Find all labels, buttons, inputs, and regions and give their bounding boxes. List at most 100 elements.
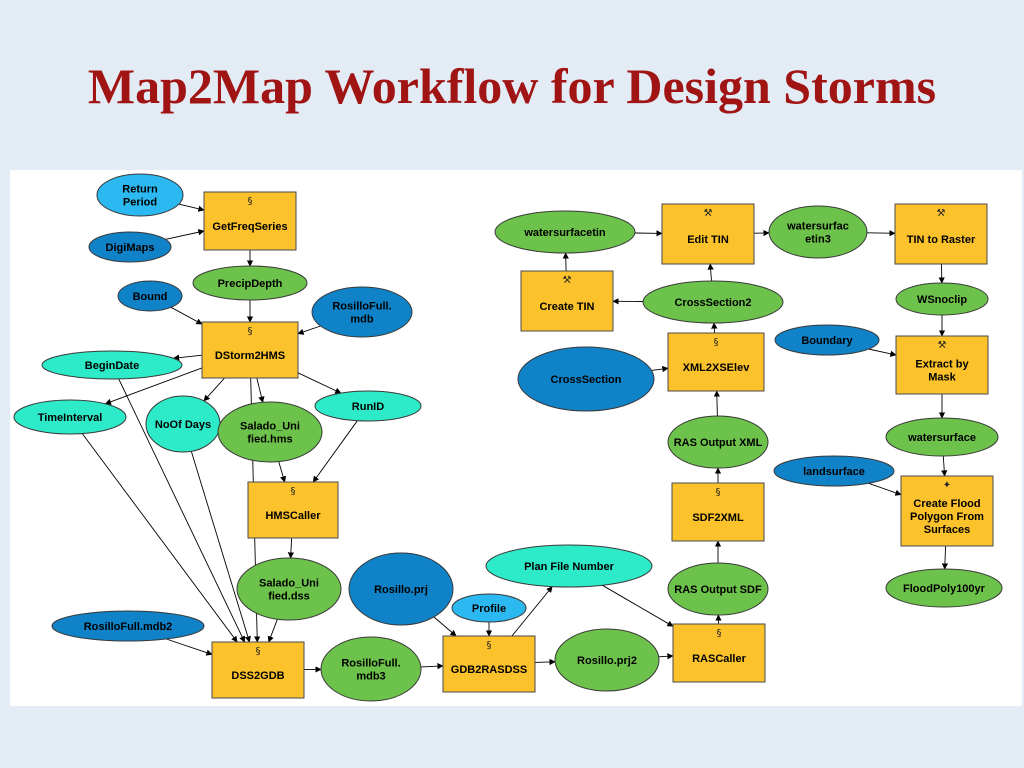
node-label: GDB2RASDSS [451, 664, 527, 676]
node-no-of-days[interactable]: NoOf Days [145, 395, 221, 453]
tool-box [247, 481, 339, 539]
hammer-icon: ⚒ [704, 208, 713, 219]
node-label: landsurface [803, 466, 865, 478]
connector-rosillo_full_mdb-to-dstorm2hms [297, 325, 321, 335]
connector-dstorm2hms-to-time_interval [104, 367, 203, 405]
derived-data-ellipse [768, 205, 868, 259]
node-rosillo-prj[interactable]: Rosillo.prj [348, 552, 454, 626]
derived-data-ellipse [554, 628, 660, 692]
node-ras-caller[interactable]: §RASCaller [672, 623, 766, 683]
node-rosillo-prj2[interactable]: Rosillo.prj2 [554, 628, 660, 692]
hammer-icon: ⚒ [938, 340, 947, 351]
derived-data-ellipse [642, 280, 784, 324]
connector-dstorm2hms-to-run_id [297, 372, 342, 394]
node-ras-output-sdf[interactable]: RAS Output SDF [667, 562, 769, 616]
node-label: RAS Output SDF [674, 584, 762, 596]
node-cross-section[interactable]: CrossSection [517, 346, 655, 412]
node-run-id[interactable]: RunID [314, 390, 422, 422]
derived-data-ellipse [192, 265, 308, 301]
node-ras-output-xml[interactable]: RAS Output XML [667, 415, 769, 469]
input-data-ellipse [88, 231, 172, 263]
connector-watersurface-to-create_flood_polygon [941, 455, 948, 477]
node-rosillo-full-mdb3[interactable]: RosilloFull.mdb3 [320, 636, 422, 702]
node-label: Create TIN [539, 301, 594, 313]
tool-box [667, 332, 765, 392]
node-rosillo-full-mdb[interactable]: RosilloFull.mdb [311, 286, 413, 338]
node-bound[interactable]: Bound [117, 280, 183, 312]
node-sdf2xml[interactable]: §SDF2XML [671, 482, 765, 542]
node-label: Bound [133, 291, 168, 303]
node-wsnoclip[interactable]: WSnoclip [895, 282, 989, 316]
node-label: watersurfacetin [523, 227, 606, 239]
node-watersurface[interactable]: watersurface [885, 417, 999, 457]
derived-data-ellipse [667, 562, 769, 616]
connector-rosillo_prj2-to-ras_caller [658, 653, 674, 660]
node-watersurfacetin[interactable]: watersurfacetin [494, 210, 636, 254]
node-gdb2rasdss[interactable]: §GDB2RASDSS [442, 635, 536, 693]
node-label: Profile [472, 603, 506, 615]
node-label: RosilloFull.mdb2 [84, 621, 173, 633]
node-tin-to-raster[interactable]: ⚒ TIN to Raster [894, 203, 988, 265]
node-label: DStorm2HMS [215, 350, 285, 362]
node-cross-section2[interactable]: CrossSection2 [642, 280, 784, 324]
node-hms-caller[interactable]: §HMSCaller [247, 481, 339, 539]
node-label: DigiMaps [106, 242, 155, 254]
connector-run_id-to-hms_caller [312, 420, 358, 483]
connector-create_tin-to-watersurfacetin [562, 252, 569, 272]
tool-box [895, 335, 989, 395]
node-time-interval[interactable]: TimeInterval [13, 399, 127, 435]
connector-hms_caller-to-salado_unified_dss [287, 537, 295, 559]
connector-return_period-to-get_freq_series [178, 203, 205, 212]
node-plan-file-number[interactable]: Plan File Number [485, 544, 653, 588]
node-label: RosilloFull.mdb3 [341, 658, 400, 683]
connector-cross_section-to-xml2xselev [651, 365, 669, 373]
derived-data-ellipse [885, 568, 1003, 608]
node-label: TIN to Raster [907, 234, 976, 246]
derived-data-ellipse [236, 557, 342, 621]
connector-salado_unified_hms-to-hms_caller [278, 461, 287, 483]
node-profile[interactable]: Profile [451, 593, 527, 623]
tool-box [900, 475, 994, 547]
node-rosillo-full-mdb2[interactable]: RosilloFull.mdb2 [51, 610, 205, 642]
derived-data-ellipse [320, 636, 422, 702]
input-data-ellipse [311, 286, 413, 338]
hammer-icon: ⚒ [937, 208, 946, 219]
node-dstorm2hms[interactable]: §DStorm2HMS [201, 321, 299, 379]
node-label: DSS2GDB [231, 670, 284, 682]
connector-dstorm2hms-to-no_of_days [203, 377, 225, 402]
node-boundary[interactable]: Boundary [774, 324, 880, 356]
node-label: XML2XSElev [683, 362, 751, 374]
connector-gdb2rasdss-to-plan_file_number [511, 586, 553, 637]
node-get-freq-series[interactable]: §GetFreqSeries [203, 191, 297, 251]
node-dss2gdb[interactable]: §DSS2GDB [211, 641, 305, 699]
node-digi-maps[interactable]: DigiMaps [88, 231, 172, 263]
node-edit-tin[interactable]: ⚒Edit TIN [661, 203, 755, 265]
connector-ras_output_xml-to-xml2xselev [713, 390, 721, 417]
node-precip-depth[interactable]: PrecipDepth [192, 265, 308, 301]
node-label: WSnoclip [917, 294, 967, 306]
tool-box [894, 203, 988, 265]
node-label: NoOf Days [155, 419, 211, 431]
connector-rosillo_full_mdb3-to-gdb2rasdss [420, 663, 444, 670]
tool-box [211, 641, 305, 699]
hammer-icon: ⚒ [563, 275, 572, 286]
node-begin-date[interactable]: BeginDate [41, 350, 183, 380]
node-landsurface[interactable]: landsurface [773, 455, 895, 487]
connector-watersurfacetin3-to-tin_to_raster [866, 230, 896, 237]
node-flood-poly-100yr[interactable]: FloodPoly100yr [885, 568, 1003, 608]
connector-create_flood_polygon-to-flood_poly_100yr [941, 545, 949, 570]
connector-boundary-to-extract_by_mask [868, 348, 897, 357]
node-label: Rosillo.prj [374, 584, 428, 596]
node-create-tin[interactable]: ⚒ Create TIN [520, 270, 614, 332]
connector-rosillo_prj-to-gdb2rasdss [433, 616, 457, 637]
connector-gdb2rasdss-to-rosillo_prj2 [534, 658, 556, 666]
node-xml2xselev[interactable]: §XML2XSElev [667, 332, 765, 392]
